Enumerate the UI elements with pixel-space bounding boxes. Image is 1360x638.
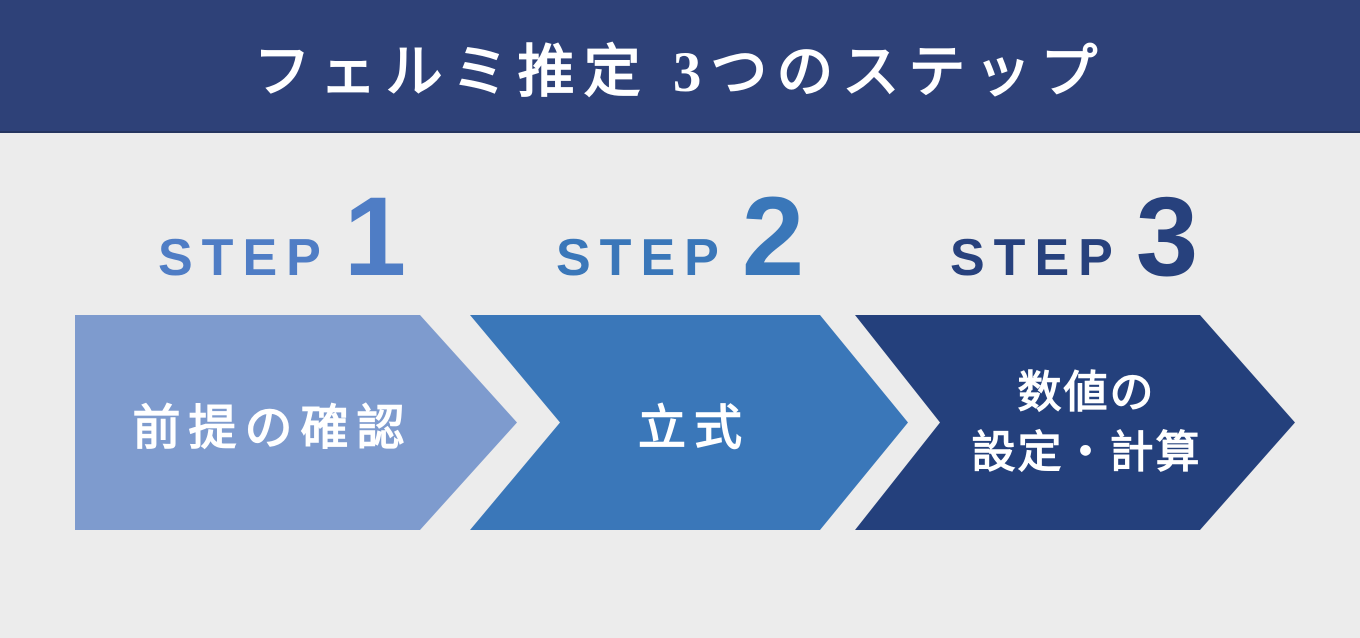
step1-label: STEP 1 xyxy=(158,181,406,293)
header-banner: フェルミ推定 3つのステップ xyxy=(0,0,1360,133)
step1-arrow-text: 前提の確認 xyxy=(124,388,412,458)
step3-number: 3 xyxy=(1135,174,1199,299)
step3-arrow: 数値の 設定・計算 xyxy=(855,315,1295,530)
step2-arrow-text: 立式 xyxy=(630,388,750,458)
step3-text-line1: 数値の xyxy=(1017,368,1156,418)
step2-text-line1: 立式 xyxy=(637,401,750,455)
step2-arrow: 立式 xyxy=(470,315,908,530)
step2-word: STEP xyxy=(556,229,728,287)
step1-arrow: 前提の確認 xyxy=(75,315,517,530)
step1-number: 1 xyxy=(343,174,407,299)
step3-text-line2: 設定・計算 xyxy=(971,427,1202,477)
step1-text-line1: 前提の確認 xyxy=(132,401,413,455)
step3-label: STEP 3 xyxy=(950,181,1198,293)
step2-label: STEP 2 xyxy=(556,181,804,293)
step2-number: 2 xyxy=(741,174,805,299)
step1-word: STEP xyxy=(158,229,330,287)
step3-word: STEP xyxy=(950,229,1122,287)
steps-area: STEP 1 前提の確認 STEP 2 立式 STEP 3 数 xyxy=(0,133,1360,638)
step3-arrow-text: 数値の 設定・計算 xyxy=(972,363,1202,482)
page-title: フェルミ推定 3つのステップ xyxy=(253,40,1107,104)
